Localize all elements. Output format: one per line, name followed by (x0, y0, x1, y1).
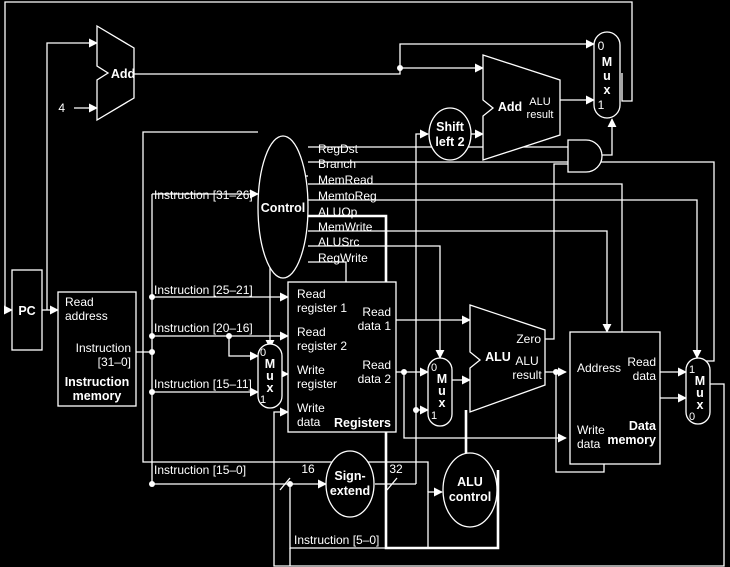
memtoreg-mux: 1 M u x 0 (685, 357, 711, 425)
field-funct: Instruction [5–0] (294, 533, 379, 547)
sign-extend-1: Sign- (334, 469, 365, 483)
signal-aluop: ALUOp (318, 205, 358, 219)
shift-label-1: Shift (436, 120, 465, 134)
reg-read2-b: register 2 (297, 339, 347, 353)
alu-result-2: result (512, 368, 542, 382)
reg-rdata2-b: data 2 (358, 372, 392, 386)
dmem-title-1: Data (629, 419, 657, 433)
reg-rdata1-a: Read (362, 305, 391, 319)
pc-mux-one: 1 (598, 98, 605, 112)
regdst-mux-one: 1 (260, 394, 266, 406)
instruction-memory: Read address Instruction [31–0] Instruct… (57, 291, 137, 407)
reg-read1-a: Read (297, 287, 326, 301)
branch-adder-result-1: ALU (529, 96, 550, 108)
reg-wdata-a: Write (297, 401, 325, 415)
field-rs: Instruction [25–21] (154, 283, 253, 297)
signal-alusrc: ALUSrc (318, 235, 359, 249)
imem-instr-1: Instruction (76, 341, 131, 355)
pc-mux-x: x (604, 83, 611, 97)
dmem-title-2: memory (607, 433, 656, 447)
field-rd: Instruction [15–11] (154, 377, 252, 391)
branch-adder: Add ALU result (482, 54, 561, 161)
pc-label: PC (18, 304, 35, 318)
branch-and-gate (567, 139, 603, 173)
dmem-read-2: data (633, 369, 657, 383)
alu-result-1: ALU (515, 354, 538, 368)
constant-four: 4 (58, 101, 65, 115)
memtoreg-mux-m: M (695, 374, 705, 388)
alu-zero: Zero (516, 332, 541, 346)
alusrc-mux-u: u (438, 384, 446, 398)
imem-read-1: Read (65, 295, 94, 309)
field-op: Instruction [31–26] (154, 188, 253, 202)
pc-mux-u: u (603, 69, 611, 83)
main-alu: ALU Zero ALU result (469, 304, 546, 413)
alu-control: ALU control (442, 452, 498, 528)
regdst-mux: 0 M u x 1 (257, 343, 283, 409)
program-counter: PC (11, 269, 43, 351)
signal-memtoreg: MemtoReg (318, 189, 377, 203)
control-signal-labels: RegDst Branch MemRead MemtoReg ALUOp Mem… (318, 142, 377, 265)
register-file: Read register 1 Read register 2 Write re… (287, 281, 397, 433)
reg-write-a: Write (297, 363, 325, 377)
alusrc-mux-zero: 0 (431, 362, 437, 374)
instruction-field-labels: Instruction [31–26] Instruction [25–21] … (154, 188, 379, 547)
reg-wdata-b: data (297, 415, 321, 429)
reg-read1-b: register 1 (297, 301, 347, 315)
alu-control-1: ALU (457, 475, 483, 489)
imem-read-2: address (65, 309, 108, 323)
dmem-write-1: Write (577, 423, 605, 437)
pc-source-mux: 0 M u x 1 (593, 31, 621, 119)
memtoreg-mux-u: u (696, 386, 704, 400)
memtoreg-mux-x: x (697, 398, 704, 412)
imem-title-2: memory (73, 389, 122, 403)
memtoreg-mux-one: 1 (689, 364, 695, 376)
imem-instr-2: [31–0] (98, 355, 131, 369)
signal-regdst: RegDst (318, 142, 359, 156)
alu-label: ALU (485, 350, 511, 364)
signal-regwrite: RegWrite (318, 251, 368, 265)
dmem-read-1: Read (627, 355, 656, 369)
signal-memwrite: MemWrite (318, 220, 373, 234)
dmem-address: Address (577, 361, 621, 375)
alusrc-mux-x: x (439, 396, 446, 410)
regdst-mux-zero: 0 (260, 347, 266, 359)
imem-title-1: Instruction (65, 375, 130, 389)
memtoreg-mux-zero: 0 (689, 411, 695, 423)
pc-adder: Add (96, 24, 135, 122)
alusrc-mux-m: M (437, 372, 447, 386)
sign-extend: Sign- extend (325, 450, 375, 518)
alu-control-2: control (449, 490, 491, 504)
reg-rdata1-b: data 1 (358, 319, 392, 333)
reg-write-b: register (297, 377, 337, 391)
signal-branch: Branch (318, 157, 356, 171)
control-unit: Control (257, 135, 309, 279)
reg-rdata2-a: Read (362, 358, 391, 372)
alusrc-mux-one: 1 (431, 410, 437, 422)
reg-title: Registers (334, 416, 391, 430)
data-memory: Address Read data Write data Data memory (569, 331, 661, 465)
control-label: Control (261, 201, 305, 215)
alusrc-mux: 0 M u x 1 (427, 357, 453, 427)
shift-label-2: left 2 (435, 135, 464, 149)
field-imm: Instruction [15–0] (154, 463, 246, 477)
bus-width-32: 32 (389, 462, 403, 476)
regdst-mux-m: M (265, 357, 275, 371)
bus-width-16: 16 (301, 462, 315, 476)
branch-adder-result-2: result (527, 109, 554, 121)
dmem-write-2: data (577, 437, 601, 451)
regdst-mux-x: x (267, 381, 274, 395)
regdst-mux-u: u (266, 369, 274, 383)
branch-adder-label: Add (498, 100, 522, 114)
reg-read2-a: Read (297, 325, 326, 339)
field-rt: Instruction [20–16] (154, 321, 253, 335)
sign-extend-2: extend (330, 484, 370, 498)
pc-mux-m: M (602, 55, 612, 69)
signal-memread: MemRead (318, 173, 373, 187)
pc-adder-label: Add (111, 67, 135, 81)
shift-left-2: Shift left 2 (428, 107, 472, 161)
pc-mux-zero: 0 (598, 39, 605, 53)
